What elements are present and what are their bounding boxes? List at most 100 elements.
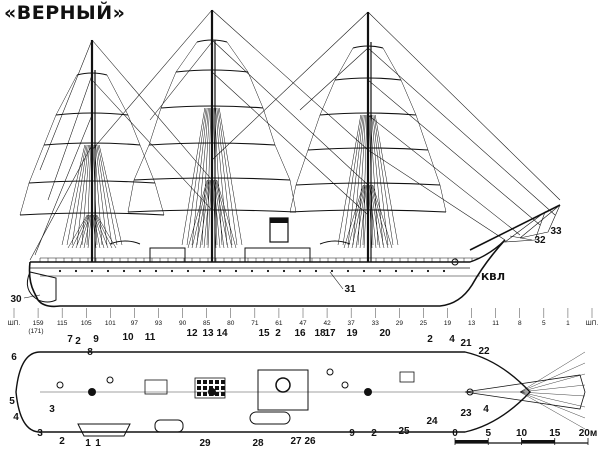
yard [127, 209, 297, 213]
shroud [67, 214, 88, 249]
stay [47, 74, 93, 201]
porthole [106, 269, 110, 273]
frame-station-label: 25 [420, 320, 428, 327]
porthole [298, 269, 302, 273]
sail-edge [19, 182, 30, 216]
sail-edge [55, 74, 78, 116]
deck-callout: 21 [460, 338, 472, 349]
shroud [199, 179, 210, 249]
drawing-title: «ВЕРНЫЙ» [4, 2, 126, 24]
jib-sail [519, 204, 561, 239]
skylight-pane [203, 392, 207, 396]
frame-station-label: 97 [131, 320, 139, 327]
shroud [342, 114, 363, 246]
scale-tick-label: 20м [579, 428, 598, 439]
frame-station-label: 42 [323, 320, 331, 327]
stay [367, 149, 506, 241]
sail-edge [427, 149, 441, 186]
bowsprit-plan [464, 374, 586, 410]
shroud [355, 184, 366, 249]
porthole [250, 269, 254, 273]
skylight-pane [215, 380, 219, 384]
deck-callout: 4 [449, 334, 455, 345]
skylight-pane [197, 386, 201, 390]
scale-tick-label: 15 [549, 428, 561, 439]
shroud [94, 214, 105, 249]
deck-callout: 9 [349, 428, 355, 439]
shroud [96, 144, 113, 246]
deck-callout: 2 [275, 328, 281, 339]
yard [196, 39, 228, 43]
profile-callout: 33 [550, 226, 562, 237]
porthole [362, 269, 366, 273]
frame-station-label: 5 [542, 320, 546, 327]
shroud [186, 107, 207, 246]
shroud [187, 179, 208, 249]
shroud [94, 214, 109, 249]
shroud [214, 179, 229, 249]
frame-station-label: 8 [518, 320, 522, 327]
porthole [346, 269, 350, 273]
funnel-band [270, 218, 288, 223]
deck-fitting [106, 376, 114, 384]
deck-callout: 11 [145, 332, 156, 343]
stay [91, 39, 213, 181]
sail-edge [439, 184, 447, 213]
jib-sail [504, 211, 546, 243]
boat [319, 240, 351, 245]
yard [307, 147, 429, 151]
yard [295, 182, 441, 186]
bowsprit-rigging [519, 384, 586, 393]
frame-station-label: ШП. [586, 320, 599, 327]
shroud [357, 114, 366, 246]
shroud [71, 144, 88, 246]
skylight-pane [209, 386, 213, 390]
shroud [81, 144, 90, 246]
shroud [191, 107, 208, 246]
shroud [374, 114, 399, 246]
shroud [191, 179, 209, 249]
deck-outline [15, 351, 531, 433]
shroud [351, 184, 366, 249]
sail-edge [307, 114, 321, 151]
deck-callout: 10 [122, 332, 134, 343]
skylight-pane [221, 392, 225, 396]
deck-callout: 9 [93, 334, 99, 345]
shroud [97, 144, 118, 246]
stay [367, 114, 521, 236]
deck-callout: 3 [37, 428, 43, 439]
shroud [372, 184, 393, 249]
sail-edge [133, 144, 150, 181]
porthole [234, 269, 238, 273]
leader-line [329, 271, 344, 290]
skylight-pane [215, 392, 219, 396]
scale-segment [455, 440, 489, 443]
hull-profile: КВЛ [26, 217, 506, 308]
deck-callout: 2 [427, 334, 433, 345]
frame-station-label: 1 [566, 320, 570, 327]
deck-callout: 24 [426, 416, 438, 427]
stay [367, 79, 541, 226]
sail-edge [28, 144, 45, 184]
shroud [216, 107, 233, 246]
deckhouse [244, 247, 311, 262]
frame-station-label: 11 [492, 320, 499, 327]
deck-callout: 13 [202, 328, 214, 339]
skylight-pane [203, 386, 207, 390]
sail-edge [400, 79, 417, 116]
stay [149, 41, 213, 121]
profile-callout: 31 [344, 284, 356, 295]
shroud [83, 214, 91, 249]
scale-tick-label: 5 [485, 428, 491, 439]
deck-callout: 25 [398, 426, 410, 437]
bowsprit-rigging [519, 351, 586, 393]
deck-callout: 6 [11, 352, 17, 363]
yard [175, 69, 249, 73]
stay [367, 11, 561, 201]
shroud [75, 214, 90, 249]
bowsprit [469, 204, 561, 251]
hatch [144, 379, 168, 395]
deck-callout: 8 [87, 347, 93, 358]
profile-callout: 32 [534, 235, 546, 246]
